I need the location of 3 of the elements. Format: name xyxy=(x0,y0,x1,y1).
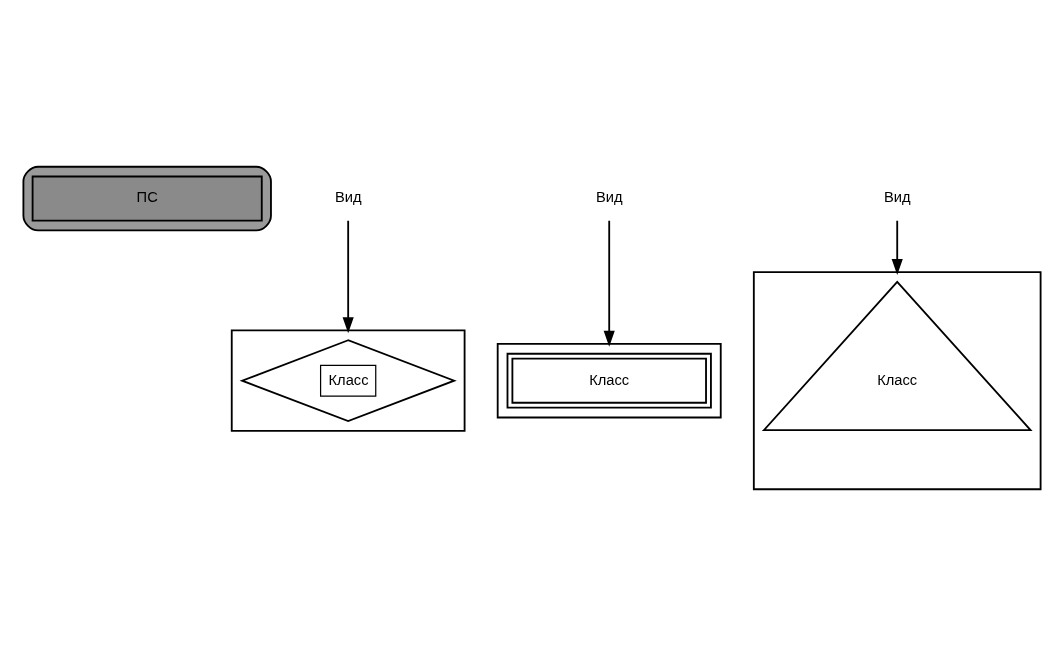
node-text: Вид xyxy=(883,189,911,206)
node-text: Вид xyxy=(595,189,623,206)
node-text: Вид xyxy=(334,189,362,206)
